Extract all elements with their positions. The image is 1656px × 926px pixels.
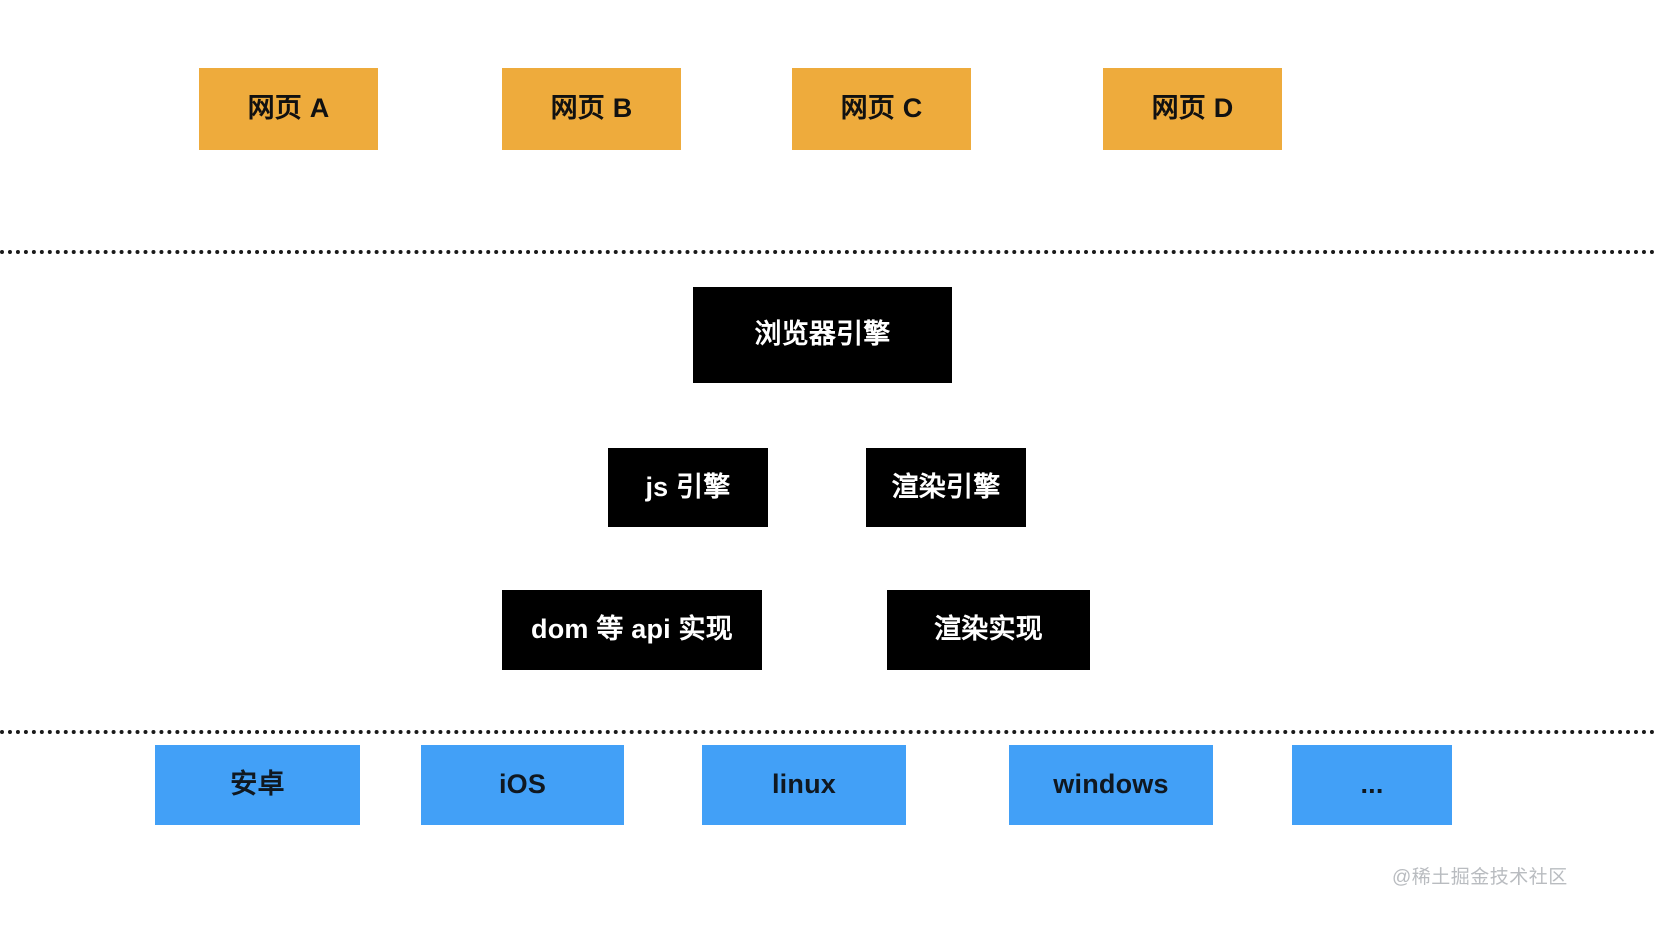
node-implementations-1[interactable]: 渲染实现 (887, 590, 1090, 670)
node-sub-engines-1[interactable]: 渲染引擎 (866, 448, 1026, 527)
node-web-pages-1[interactable]: 网页 B (502, 68, 681, 150)
node-operating-systems-0[interactable]: 安卓 (155, 745, 360, 825)
node-web-pages-2[interactable]: 网页 C (792, 68, 971, 150)
node-operating-systems-3[interactable]: windows (1009, 745, 1213, 825)
node-browser-engine-0[interactable]: 浏览器引擎 (693, 287, 952, 383)
node-web-pages-0[interactable]: 网页 A (199, 68, 378, 150)
divider-pages-engine (0, 250, 1656, 254)
divider-engine-os (0, 730, 1656, 734)
watermark-credit: @稀土掘金技术社区 (1392, 867, 1568, 888)
node-sub-engines-0[interactable]: js 引擎 (608, 448, 768, 527)
node-operating-systems-1[interactable]: iOS (421, 745, 624, 825)
node-web-pages-3[interactable]: 网页 D (1103, 68, 1282, 150)
node-implementations-0[interactable]: dom 等 api 实现 (502, 590, 762, 670)
node-operating-systems-4[interactable]: ... (1292, 745, 1452, 825)
node-operating-systems-2[interactable]: linux (702, 745, 906, 825)
